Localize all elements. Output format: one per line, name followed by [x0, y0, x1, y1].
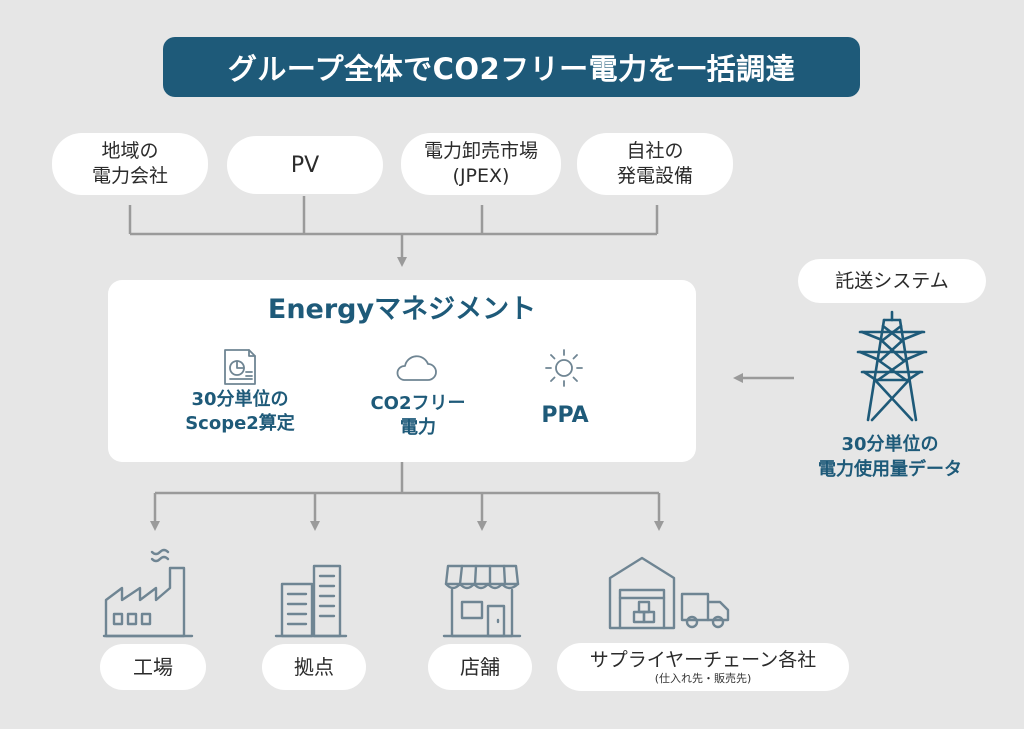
destination-note: (仕入れ先・販売先) — [654, 672, 752, 685]
cloud-icon — [396, 355, 437, 381]
feature-label-line: CO2フリー — [370, 393, 466, 414]
source-regional-power-company: 地域の 電力会社 — [52, 133, 208, 195]
feature-label-line: PPA — [541, 403, 589, 428]
energy-management-title: Energyマネジメント — [267, 294, 537, 325]
source-label-line: PV — [290, 152, 320, 178]
source-label-line: (JPEX) — [452, 165, 510, 187]
destination-supply-chain: サプライヤーチェーン各社 (仕入れ先・販売先) — [557, 643, 849, 691]
destination-factory: 工場 — [100, 644, 206, 690]
feature-label-line: Scope2算定 — [185, 413, 295, 434]
source-label-line: 電力卸売市場 — [423, 140, 538, 162]
destination-base: 拠点 — [262, 644, 366, 690]
destination-label: 工場 — [133, 654, 173, 679]
power-usage-data-label: 30分単位の 電力使用量データ — [790, 432, 990, 482]
feature-label-line: 30分単位の — [191, 389, 289, 410]
destination-label: 拠点 — [294, 654, 334, 679]
source-label-line: 自社の — [626, 140, 684, 162]
tower-label-line: 電力使用量データ — [818, 459, 962, 480]
source-own-generation: 自社の 発電設備 — [577, 133, 733, 195]
source-label-line: 発電設備 — [616, 165, 693, 187]
transmission-label-text: 託送システム — [835, 269, 949, 292]
source-label-line: 地域の — [101, 140, 159, 162]
destination-label: サプライヤーチェーン各社 — [589, 649, 817, 671]
office-building-icon — [274, 564, 348, 638]
feature-label-line: 電力 — [400, 417, 436, 438]
tower-label-line: 30分単位の — [841, 434, 939, 455]
destination-store: 店舗 — [428, 644, 532, 690]
source-pv: PV — [227, 136, 383, 194]
source-label-line: 電力会社 — [91, 165, 168, 187]
factory-icon — [102, 548, 194, 638]
transmission-tower-icon — [856, 310, 928, 422]
destination-label: 店舗 — [460, 654, 500, 679]
energy-management-box — [108, 280, 696, 462]
page-title: グループ全体でCO2フリー電力を一括調達 — [163, 37, 860, 97]
feature-co2-free-power: CO2フリー 電力 — [338, 392, 498, 440]
source-wholesale-market: 電力卸売市場 (JPEX) — [401, 133, 561, 195]
feature-ppa: PPA — [505, 404, 625, 428]
transmission-system-label: 託送システム — [798, 259, 986, 303]
sun-icon — [545, 349, 583, 387]
warehouse-truck-icon — [608, 556, 730, 630]
feature-scope2: 30分単位の Scope2算定 — [160, 388, 320, 436]
report-chart-icon — [224, 349, 256, 385]
store-icon — [442, 564, 522, 638]
